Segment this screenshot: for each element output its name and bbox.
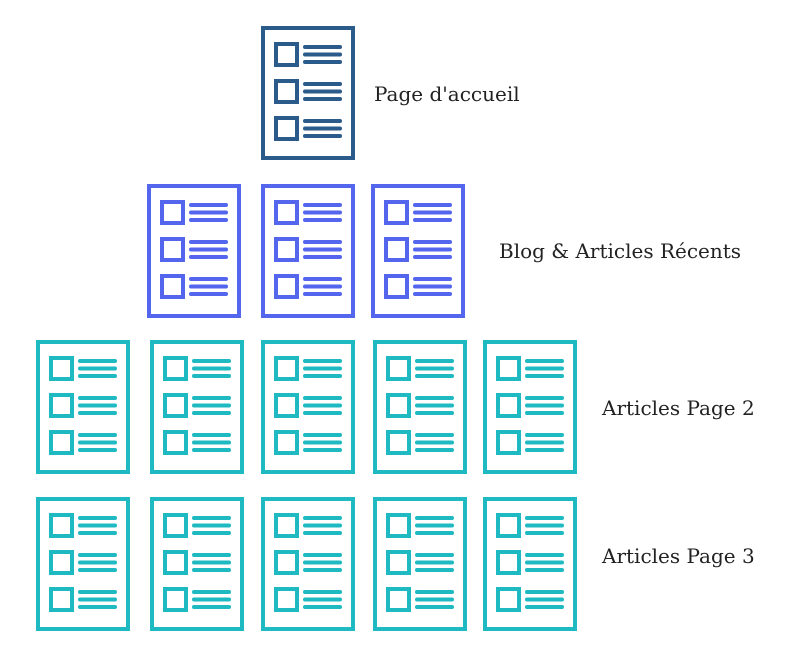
page-icon-articles-page-3-2 (150, 497, 244, 631)
page-icon-articles-page-2-2 (150, 340, 244, 474)
page-icon-articles-page-3-3 (261, 497, 355, 631)
tier-label-blog: Blog & Articles Récents (499, 239, 741, 263)
page-icon-articles-page-3-5 (483, 497, 577, 631)
tier-label-home: Page d'accueil (374, 82, 520, 106)
page-icon-articles-page-3-1 (36, 497, 130, 631)
page-icon-blog-2 (261, 184, 355, 318)
pages-layer (36, 26, 577, 631)
page-icon-home-1 (261, 26, 355, 160)
page-icon-articles-page-3-4 (373, 497, 467, 631)
tier-label-articles-page-2: Articles Page 2 (601, 396, 755, 420)
page-icon-articles-page-2-5 (483, 340, 577, 474)
tier-label-articles-page-3: Articles Page 3 (601, 544, 755, 568)
page-icon-articles-page-2-4 (373, 340, 467, 474)
page-icon-blog-1 (147, 184, 241, 318)
page-icon-blog-3 (371, 184, 465, 318)
page-icon-articles-page-2-1 (36, 340, 130, 474)
page-icon-articles-page-2-3 (261, 340, 355, 474)
